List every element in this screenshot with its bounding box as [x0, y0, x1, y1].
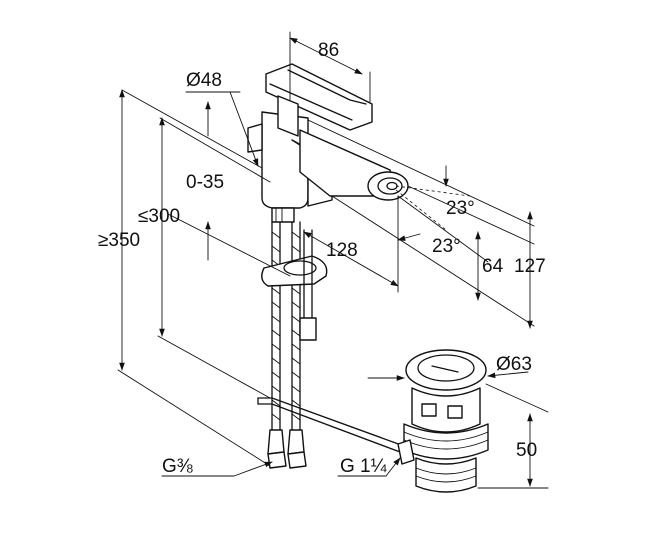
dim-reach: 128 [326, 240, 358, 261]
dim-height-min: ≥350 [98, 230, 140, 251]
dim-top-width: 86 [318, 40, 339, 61]
dim-angle-lower: 23° [432, 236, 461, 257]
dim-spout-diameter: Ø48 [186, 70, 222, 91]
dimension-lines [117, 31, 549, 489]
dim-waste-height: 50 [516, 440, 537, 461]
dim-outlet-height: 64 [482, 256, 504, 277]
dim-waste-diameter: Ø63 [496, 354, 532, 375]
faucet-body [247, 63, 409, 223]
pop-up-waste [397, 349, 489, 493]
dim-height-max: ≤300 [138, 206, 180, 227]
dim-hose-thread: G⅜ [162, 456, 193, 477]
dim-total-height: 127 [514, 256, 546, 277]
dim-angle-upper: 23° [446, 198, 475, 219]
dim-waste-thread: G 1¼ [340, 456, 388, 477]
dim-swivel-range: 0-35 [186, 172, 224, 193]
